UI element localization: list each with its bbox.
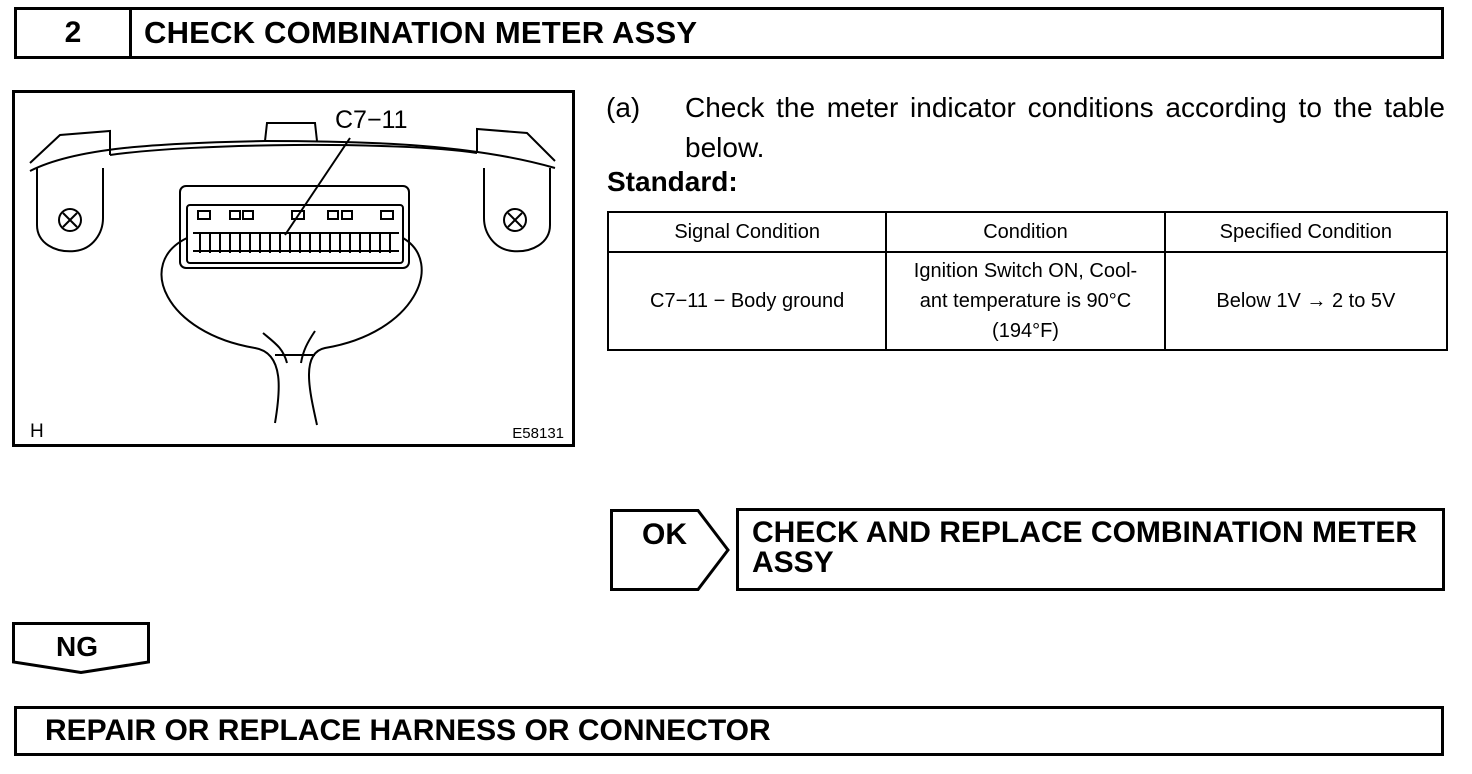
step-number: 2 — [17, 10, 132, 56]
ok-label: OK — [642, 518, 687, 551]
spec-table: Signal Condition Condition Specified Con… — [606, 211, 1449, 351]
ok-result-line-1: CHECK AND REPLACE COMBINATION METER — [752, 516, 1417, 549]
condition-line-3: (194°F) — [992, 320, 1059, 342]
table-row: C7−11 − Body ground Ignition Switch ON, … — [606, 251, 1449, 351]
condition-line-2: ant temperature is 90°C — [919, 290, 1132, 312]
header-condition: Condition — [885, 211, 1166, 253]
ok-result-line-2: ASSY — [752, 546, 834, 579]
header-signal-condition: Signal Condition — [606, 211, 888, 253]
ok-arrow-box — [610, 509, 730, 591]
cell-specified: Below 1V → 2 to 5V — [1163, 251, 1449, 351]
ng-result-box: REPAIR OR REPLACE HARNESS OR CONNECTOR — [14, 706, 1444, 756]
instruction-mark: (a) — [606, 92, 641, 123]
step-title: CHECK COMBINATION METER ASSY — [144, 15, 698, 50]
connector-illustration: C7−11 H E58131 — [12, 90, 575, 447]
instruction-text: Check the meter indicator conditions acc… — [685, 92, 1445, 163]
header-specified-condition: Specified Condition — [1163, 211, 1449, 253]
ng-arrow-box — [12, 622, 150, 674]
figure-code-right: E58131 — [512, 425, 564, 442]
standard-label: Standard: — [607, 166, 738, 197]
table-header-row: Signal Condition Condition Specified Con… — [606, 211, 1449, 253]
connector-pin-label: C7−11 — [335, 106, 408, 134]
condition-line-1: Ignition Switch ON, Cool- — [913, 260, 1138, 282]
connector-drawing — [29, 122, 556, 426]
figure-code-left: H — [30, 421, 44, 442]
ok-result-box: CHECK AND REPLACE COMBINATION METER ASSY — [736, 508, 1445, 591]
step-header: 2 CHECK COMBINATION METER ASSY — [14, 7, 1444, 59]
ng-label: NG — [56, 631, 98, 662]
cell-signal: C7−11 − Body ground — [606, 251, 888, 351]
cell-condition: Ignition Switch ON, Cool- ant temperatur… — [885, 251, 1166, 351]
